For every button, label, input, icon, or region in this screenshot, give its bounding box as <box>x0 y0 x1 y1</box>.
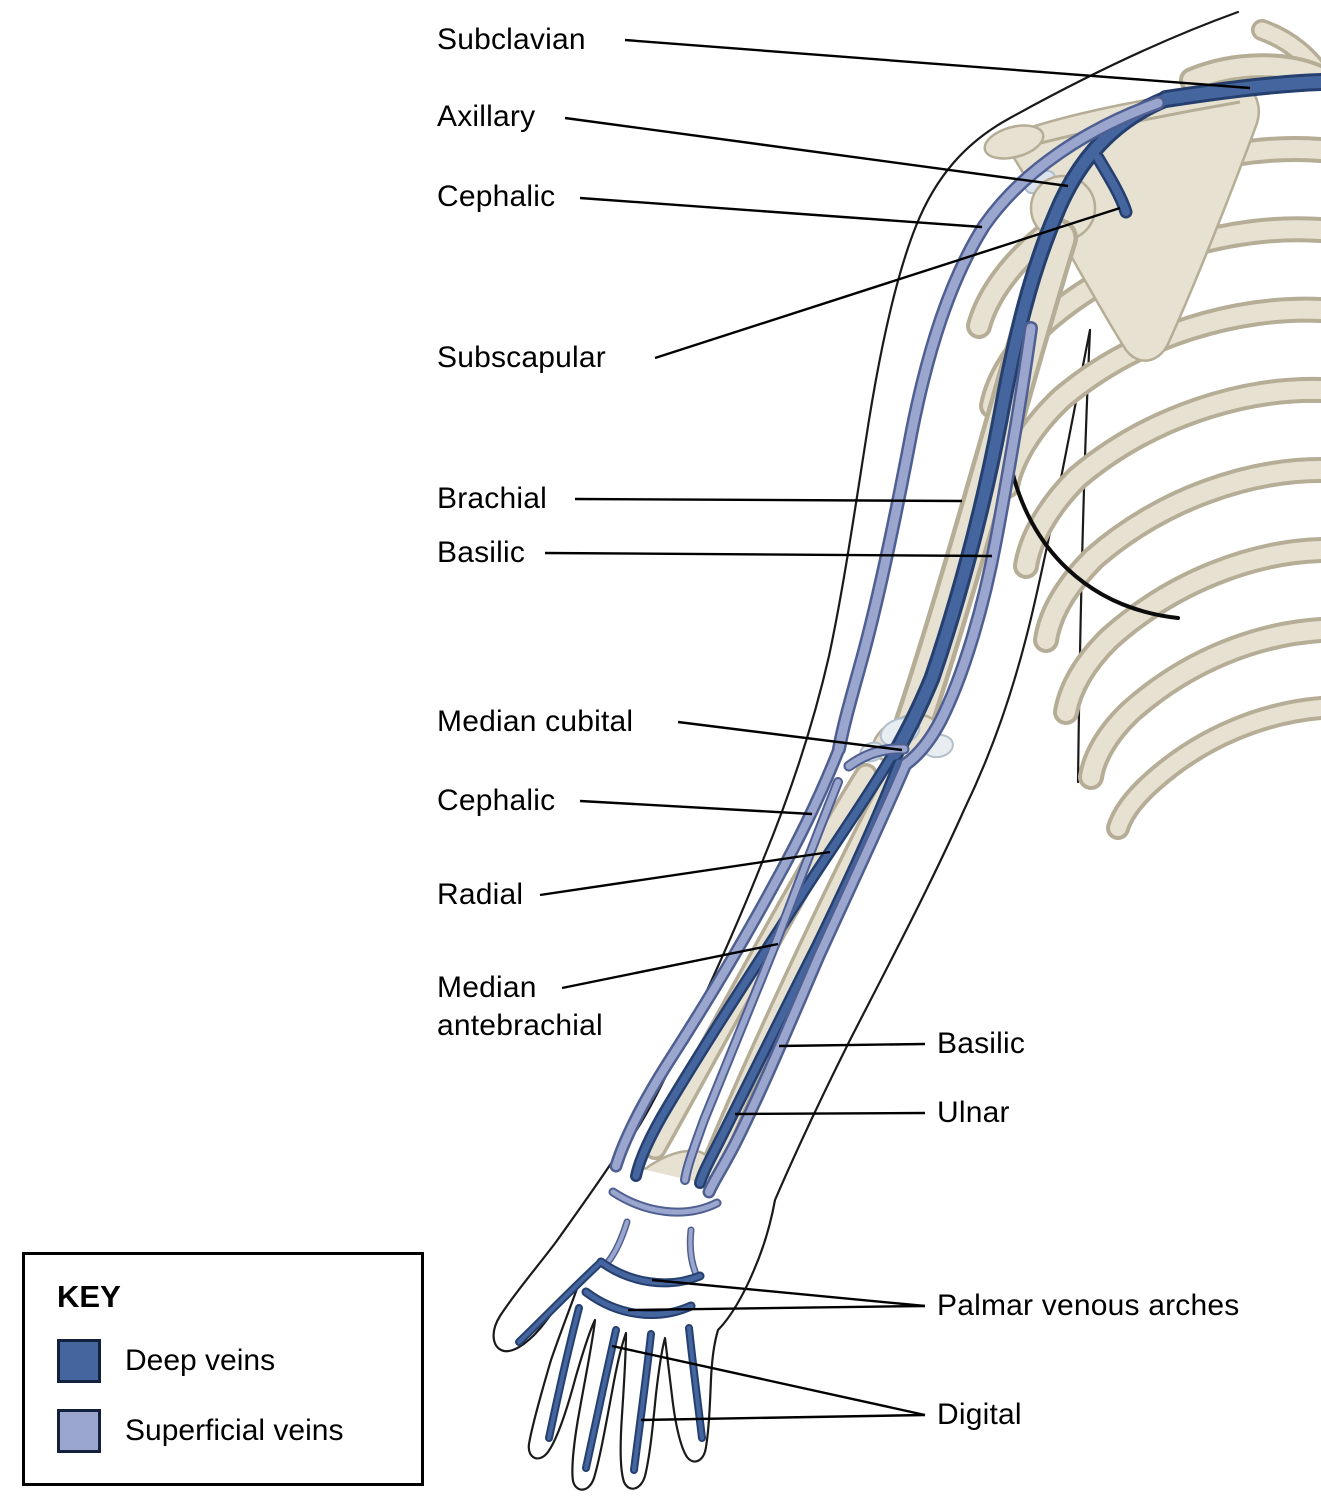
acromion-bone <box>983 124 1045 160</box>
label-median-antebrachial: Median antebrachial <box>437 971 603 1042</box>
superficial-veins-swatch <box>57 1409 101 1453</box>
label-basilic-upper: Basilic <box>437 536 526 569</box>
label-cephalic-forearm: Cephalic <box>437 784 556 817</box>
label-median-cubital: Median cubital <box>437 705 634 738</box>
label-basilic-forearm: Basilic <box>937 1027 1026 1060</box>
label-palmar-venous-arches: Palmar venous arches <box>937 1289 1240 1322</box>
label-radial: Radial <box>437 878 524 911</box>
key-title: KEY <box>57 1279 121 1314</box>
label-ulnar: Ulnar <box>937 1096 1010 1129</box>
label-subscapular: Subscapular <box>437 341 606 374</box>
heart-outline-circle <box>1008 460 1180 620</box>
deep-veins-label: Deep veins <box>125 1344 276 1377</box>
key-row-superficial: Superficial veins <box>57 1409 421 1453</box>
key-box: KEY Deep veins Superficial veins <box>22 1252 424 1486</box>
superficial-veins-label: Superficial veins <box>125 1414 344 1447</box>
label-cephalic-upper: Cephalic <box>437 180 556 213</box>
label-axillary: Axillary <box>437 100 536 133</box>
leader-lines <box>539 38 1251 1422</box>
label-digital: Digital <box>937 1398 1022 1431</box>
label-subclavian: Subclavian <box>437 23 586 56</box>
key-row-deep: Deep veins <box>57 1339 421 1383</box>
deep-veins-swatch <box>57 1339 101 1383</box>
label-brachial: Brachial <box>437 482 547 515</box>
